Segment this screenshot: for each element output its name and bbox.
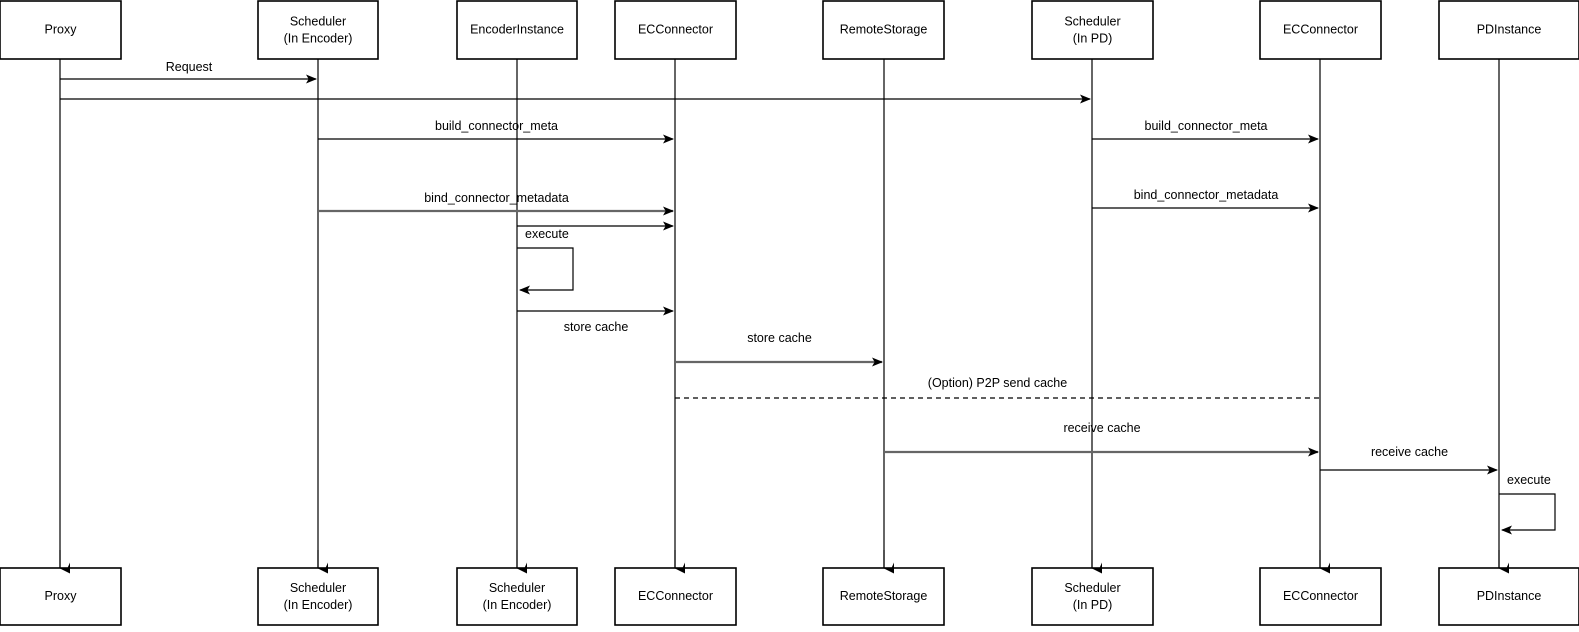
- participant-label-line2: (In Encoder): [284, 598, 353, 612]
- participant-box-rect: [614, 0, 737, 60]
- message-m8: store cache: [517, 306, 674, 334]
- participant-box-top-ecconn_enc[interactable]: ECConnector: [614, 0, 737, 60]
- message-m11: receive cache: [884, 421, 1319, 457]
- message-label: receive cache: [1063, 421, 1140, 435]
- self-message-label: execute: [525, 227, 569, 241]
- lifelines-layer: [59, 59, 1500, 568]
- participant-box-rect: [822, 0, 945, 60]
- message-m6: bind_connector_metadata: [1092, 188, 1319, 213]
- message-label: Request: [166, 60, 213, 74]
- self-message-s1: execute: [517, 227, 574, 295]
- participant-box-rect: [1031, 567, 1154, 626]
- message-m9: store cache: [675, 331, 883, 367]
- message-label: bind_connector_metadata: [1134, 188, 1279, 202]
- message-m5: bind_connector_metadata: [318, 191, 674, 216]
- participant-box-top-pd_inst[interactable]: PDInstance: [1438, 0, 1579, 60]
- participant-box-bottom-sched_enc[interactable]: Scheduler (In Encoder): [257, 567, 379, 626]
- self-message-path: [517, 247, 574, 295]
- participant-box-rect: [456, 567, 578, 626]
- participant-box-bottom-ecconn_enc[interactable]: ECConnector: [614, 567, 737, 626]
- participant-label-line1: EncoderInstance: [470, 22, 564, 36]
- participant-box-bottom-ecconn_pd[interactable]: ECConnector: [1259, 567, 1382, 626]
- participant-label-line1: Scheduler: [290, 581, 346, 595]
- participant-label-line1: RemoteStorage: [840, 589, 928, 603]
- message-m3: build_connector_meta: [318, 119, 674, 144]
- self-messages-layer: execute execute: [517, 227, 1556, 535]
- self-message-s2: execute: [1499, 473, 1556, 535]
- participant-label-line1: ECConnector: [1283, 589, 1358, 603]
- self-message-path: [1499, 493, 1556, 535]
- message-label: store cache: [564, 320, 629, 334]
- participant-box-rect: [614, 567, 737, 626]
- self-message-label: execute: [1507, 473, 1551, 487]
- participant-box-bottom-remote_store[interactable]: RemoteStorage: [822, 567, 945, 626]
- participant-box-top-encoder_inst[interactable]: EncoderInstance: [456, 0, 578, 60]
- participant-box-bottom-proxy[interactable]: Proxy: [0, 567, 122, 626]
- participant-label-line2: (In Encoder): [483, 598, 552, 612]
- participant-label-line1: PDInstance: [1477, 22, 1542, 36]
- message-label: (Option) P2P send cache: [928, 376, 1067, 390]
- message-label: build_connector_meta: [1145, 119, 1268, 133]
- participant-label-line1: Proxy: [45, 589, 78, 603]
- participant-label-line1: Scheduler: [489, 581, 545, 595]
- participant-label-line1: Scheduler: [1064, 581, 1120, 595]
- participant-label-line1: ECConnector: [1283, 22, 1358, 36]
- participant-box-rect: [1438, 0, 1579, 60]
- participant-box-top-sched_enc[interactable]: Scheduler (In Encoder): [257, 0, 379, 60]
- message-label: store cache: [747, 331, 812, 345]
- participant-box-bottom-pd_inst[interactable]: PDInstance: [1438, 567, 1579, 626]
- message-m12: receive cache: [1320, 445, 1498, 475]
- message-m1: Request: [60, 60, 317, 84]
- message-label: receive cache: [1371, 445, 1448, 459]
- participant-label-line2: (In PD): [1073, 31, 1113, 45]
- participant-label-line1: ECConnector: [638, 589, 713, 603]
- participant-label-line1: Proxy: [45, 22, 78, 36]
- participant-label-line1: Scheduler: [290, 14, 346, 28]
- participant-box-top-ecconn_pd[interactable]: ECConnector: [1259, 0, 1382, 60]
- participant-label-line2: (In Encoder): [284, 31, 353, 45]
- message-label: build_connector_meta: [435, 119, 558, 133]
- participant-box-rect: [1438, 567, 1579, 626]
- message-label: bind_connector_metadata: [424, 191, 569, 205]
- participant-box-rect: [1031, 0, 1154, 60]
- participant-label-line1: RemoteStorage: [840, 22, 928, 36]
- participant-label-line1: ECConnector: [638, 22, 713, 36]
- participant-box-rect: [456, 0, 578, 60]
- participant-box-bottom-sched_pd[interactable]: Scheduler (In PD): [1031, 567, 1154, 626]
- participant-box-top-proxy[interactable]: Proxy: [0, 0, 122, 60]
- participant-box-rect: [257, 567, 379, 626]
- participant-box-rect: [1259, 0, 1382, 60]
- participant-box-rect: [0, 0, 122, 60]
- message-m4: build_connector_meta: [1092, 119, 1319, 144]
- message-m10: (Option) P2P send cache: [675, 376, 1320, 399]
- messages-layer: Request build_connector_meta build_connect…: [60, 60, 1498, 475]
- participant-label-line1: Scheduler: [1064, 14, 1120, 28]
- participant-box-rect: [257, 0, 379, 60]
- participant-box-top-remote_store[interactable]: RemoteStorage: [822, 0, 945, 60]
- participant-label-line2: (In PD): [1073, 598, 1113, 612]
- participant-box-bottom-encoder_inst[interactable]: Scheduler (In Encoder): [456, 567, 578, 626]
- participant-box-rect: [0, 567, 122, 626]
- participant-label-line1: PDInstance: [1477, 589, 1542, 603]
- participant-box-top-sched_pd[interactable]: Scheduler (In PD): [1031, 0, 1154, 60]
